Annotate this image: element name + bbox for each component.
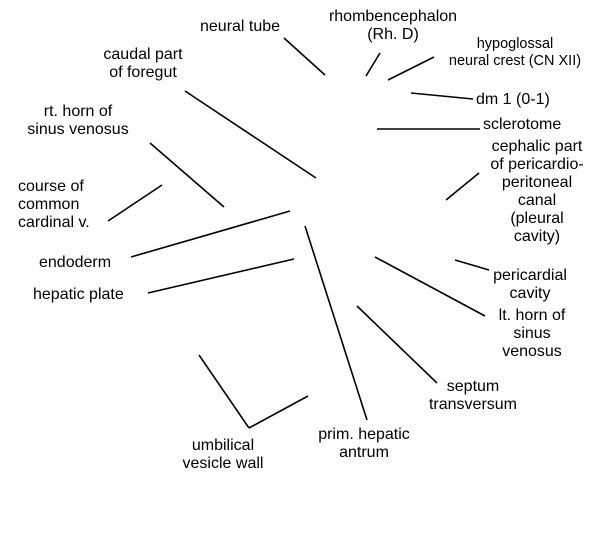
label-umbilical-line-1: umbilical [191,437,255,454]
label-common-cardinal-line-3: cardinal v. [18,214,90,231]
label-hepatic-plate: hepatic plate [33,286,124,304]
label-caudal-foregut-line-1: caudal part [103,46,183,63]
leader-caudal-foregut [184,90,317,179]
leader-neural-tube [283,37,326,76]
leader-dm1 [410,92,474,100]
label-neural-tube-line: neural tube [200,18,281,35]
label-pericardio-canal-line-6: cavity) [513,228,561,245]
leader-common-cardinal [107,184,163,222]
leader-hypoglossal-crest [387,56,435,81]
label-septum-line-1: septum [446,378,500,395]
leader-endoderm [130,210,291,258]
label-rt-horn-line-1: rt. horn of [43,103,113,120]
label-pericardial-cavity-line-2: cavity [509,285,551,302]
label-rhombencephalon-line-2: (Rh. D) [367,26,419,43]
label-pericardio-canal: cephalic part of pericardio- peritoneal … [474,138,600,246]
label-hepatic-plate-line: hepatic plate [33,286,124,303]
label-septum-line-2: transversum [428,396,518,413]
label-pericardio-canal-line-1: cephalic part [491,138,583,155]
label-pericardio-canal-line-4: canal [517,192,557,209]
leader-pericardio-canal [445,172,480,201]
leader-pericardial-cavity [454,259,490,271]
label-sclerotome: sclerotome [483,116,561,134]
label-prim-hepatic-line-2: antrum [339,444,389,461]
leader-prim-hepatic [304,225,368,421]
label-septum: septum transversum [420,378,526,414]
label-lt-horn-line-3: venosus [502,343,562,360]
label-prim-hepatic: prim. hepatic antrum [304,426,424,462]
label-caudal-foregut: caudal part of foregut [88,46,198,82]
label-rhombencephalon: rhombencephalon (Rh. D) [306,8,480,44]
leader-hepatic-plate [147,258,295,294]
label-rt-horn: rt. horn of sinus venosus [14,103,142,139]
leader-lt-horn [374,256,486,317]
label-caudal-foregut-line-2: of foregut [109,64,177,81]
label-lt-horn: lt. horn of sinus venosus [484,307,580,361]
label-common-cardinal: course of common cardinal v. [18,178,90,232]
label-common-cardinal-line-2: common [18,196,80,213]
label-hypoglossal-crest-line-1: hypoglossal [476,36,554,52]
label-hypoglossal-crest-line-2: neural crest (CN XII) [448,53,582,69]
label-endoderm: endoderm [39,254,111,272]
label-prim-hepatic-line-1: prim. hepatic [318,426,410,443]
label-sclerotome-line: sclerotome [483,116,562,133]
leader-umbilical-b [248,395,309,429]
leader-rt-horn [149,142,225,208]
label-common-cardinal-line-1: course of [18,178,84,195]
label-pericardial-cavity-line-1: pericardial [493,267,567,284]
label-umbilical-line-2: vesicle wall [182,455,264,472]
label-endoderm-line: endoderm [39,254,112,271]
label-lt-horn-line-1: lt. horn of [498,307,566,324]
leader-rhombencephalon [365,52,381,77]
label-rhombencephalon-line-1: rhombencephalon [328,8,458,25]
label-rt-horn-line-2: sinus venosus [27,121,129,138]
label-lt-horn-line-2: sinus [513,325,551,342]
label-pericardio-canal-line-3: peritoneal [501,174,573,191]
label-neural-tube: neural tube [200,18,280,36]
label-pericardial-cavity: pericardial cavity [480,267,580,303]
label-dm1-line: dm 1 (0-1) [476,91,550,108]
label-pericardio-canal-line-5: (pleural [510,210,564,227]
label-dm1: dm 1 (0-1) [476,91,550,109]
label-umbilical: umbilical vesicle wall [168,437,278,473]
label-pericardio-canal-line-2: of pericardio- [490,156,584,173]
leader-umbilical-a [198,354,250,429]
leader-septum [356,305,438,384]
label-hypoglossal-crest: hypoglossal neural crest (CN XII) [432,36,598,70]
